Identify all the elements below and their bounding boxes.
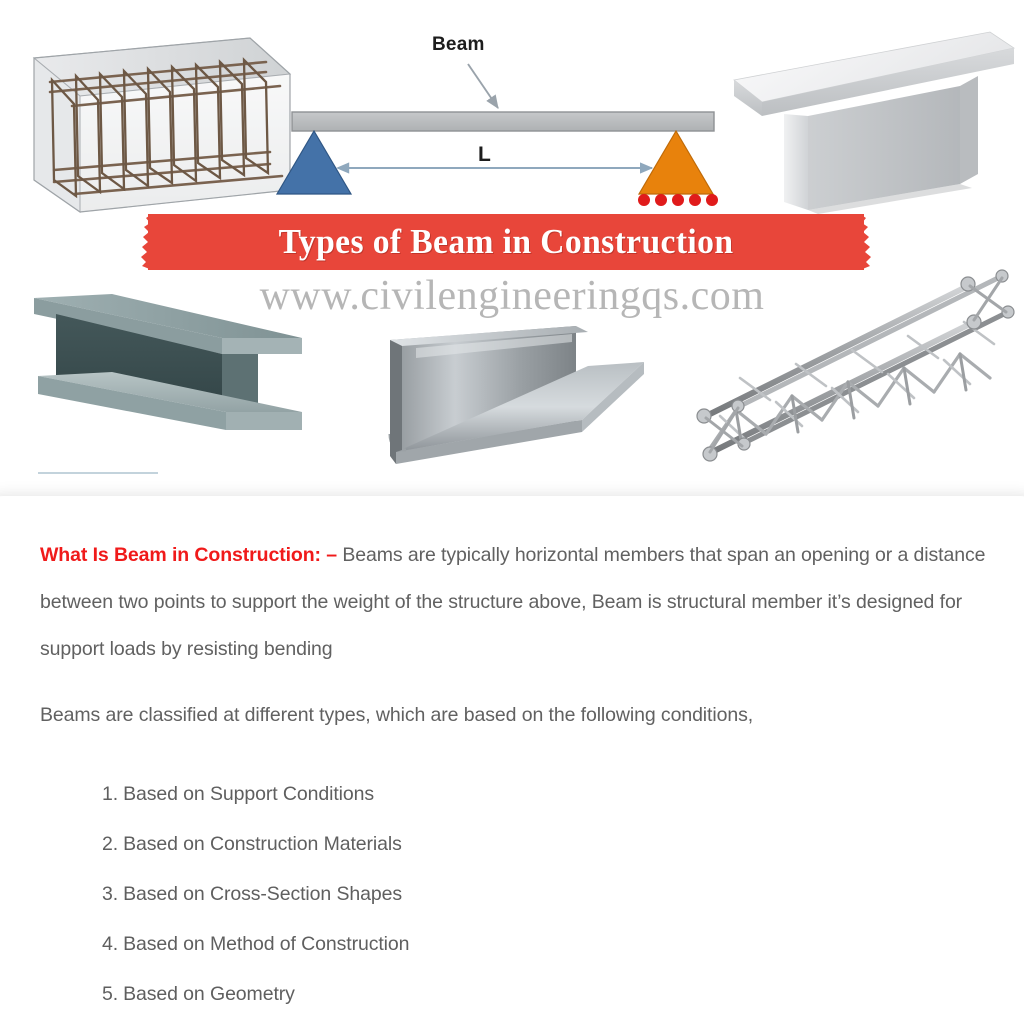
article-body: What Is Beam in Construction: – Beams ar… (40, 512, 1020, 1024)
banner-background (148, 214, 864, 270)
article-card: What Is Beam in Construction: – Beams ar… (0, 496, 1024, 1024)
lattice-truss-girder-image (680, 258, 1020, 473)
banner-title: Types of Beam in Construction (278, 222, 734, 261)
beam-label: Beam (432, 34, 485, 55)
steel-angle-section-image (356, 304, 656, 474)
roller-circles (638, 194, 718, 206)
hero-title-banner: Types of Beam in Construction (141, 214, 871, 270)
beam-pointer-arrow (467, 63, 499, 109)
span-length-label: L (478, 143, 491, 166)
banner-right-torn-edge (860, 214, 871, 270)
steel-i-beam-image (26, 280, 326, 460)
list-item: 4.Based on Method of Construction (102, 919, 1020, 969)
beam-member (291, 111, 715, 132)
hero-bottom-rule (38, 472, 158, 474)
list-item-label: Based on Support Conditions (123, 783, 375, 805)
beam-span-diagram: Beam L (272, 28, 734, 213)
list-item: 5.Based on Geometry (102, 969, 1020, 1019)
banner-left-torn-edge (141, 214, 152, 270)
list-item-number: 1. (102, 783, 119, 805)
list-item: 3.Based on Cross-Section Shapes (102, 869, 1020, 919)
intro-paragraph-text: Beams are typically horizontal members t… (40, 543, 986, 660)
hero-image-collage: Beam L (0, 0, 1024, 478)
list-item-label: Based on Geometry (123, 983, 295, 1005)
lead-in-label: What Is Beam in Construction: – (40, 543, 338, 566)
list-item-label: Based on Construction Materials (123, 833, 402, 855)
beam-type-list: 1.Based on Support Conditions 2.Based on… (40, 769, 1020, 1024)
list-item: 1.Based on Support Conditions (102, 769, 1020, 819)
list-item-number: 2. (102, 833, 119, 855)
concrete-t-beam-image (722, 24, 1022, 219)
roller-support (637, 129, 715, 195)
list-item-number: 5. (102, 983, 119, 1005)
pin-support (275, 129, 353, 195)
list-item-label: Based on Method of Construction (123, 933, 410, 955)
list-item: 2.Based on Construction Materials (102, 819, 1020, 869)
list-item-number: 3. (102, 883, 119, 905)
list-item-label: Based on Cross-Section Shapes (123, 883, 403, 905)
intro-paragraph: What Is Beam in Construction: – Beams ar… (40, 532, 1020, 673)
list-item-number: 4. (102, 933, 119, 955)
classification-paragraph: Beams are classified at different types,… (40, 704, 754, 726)
reinforced-concrete-beam-image (28, 30, 296, 215)
list-item: 6.Based on Equilibrium Condition (102, 1019, 1020, 1024)
